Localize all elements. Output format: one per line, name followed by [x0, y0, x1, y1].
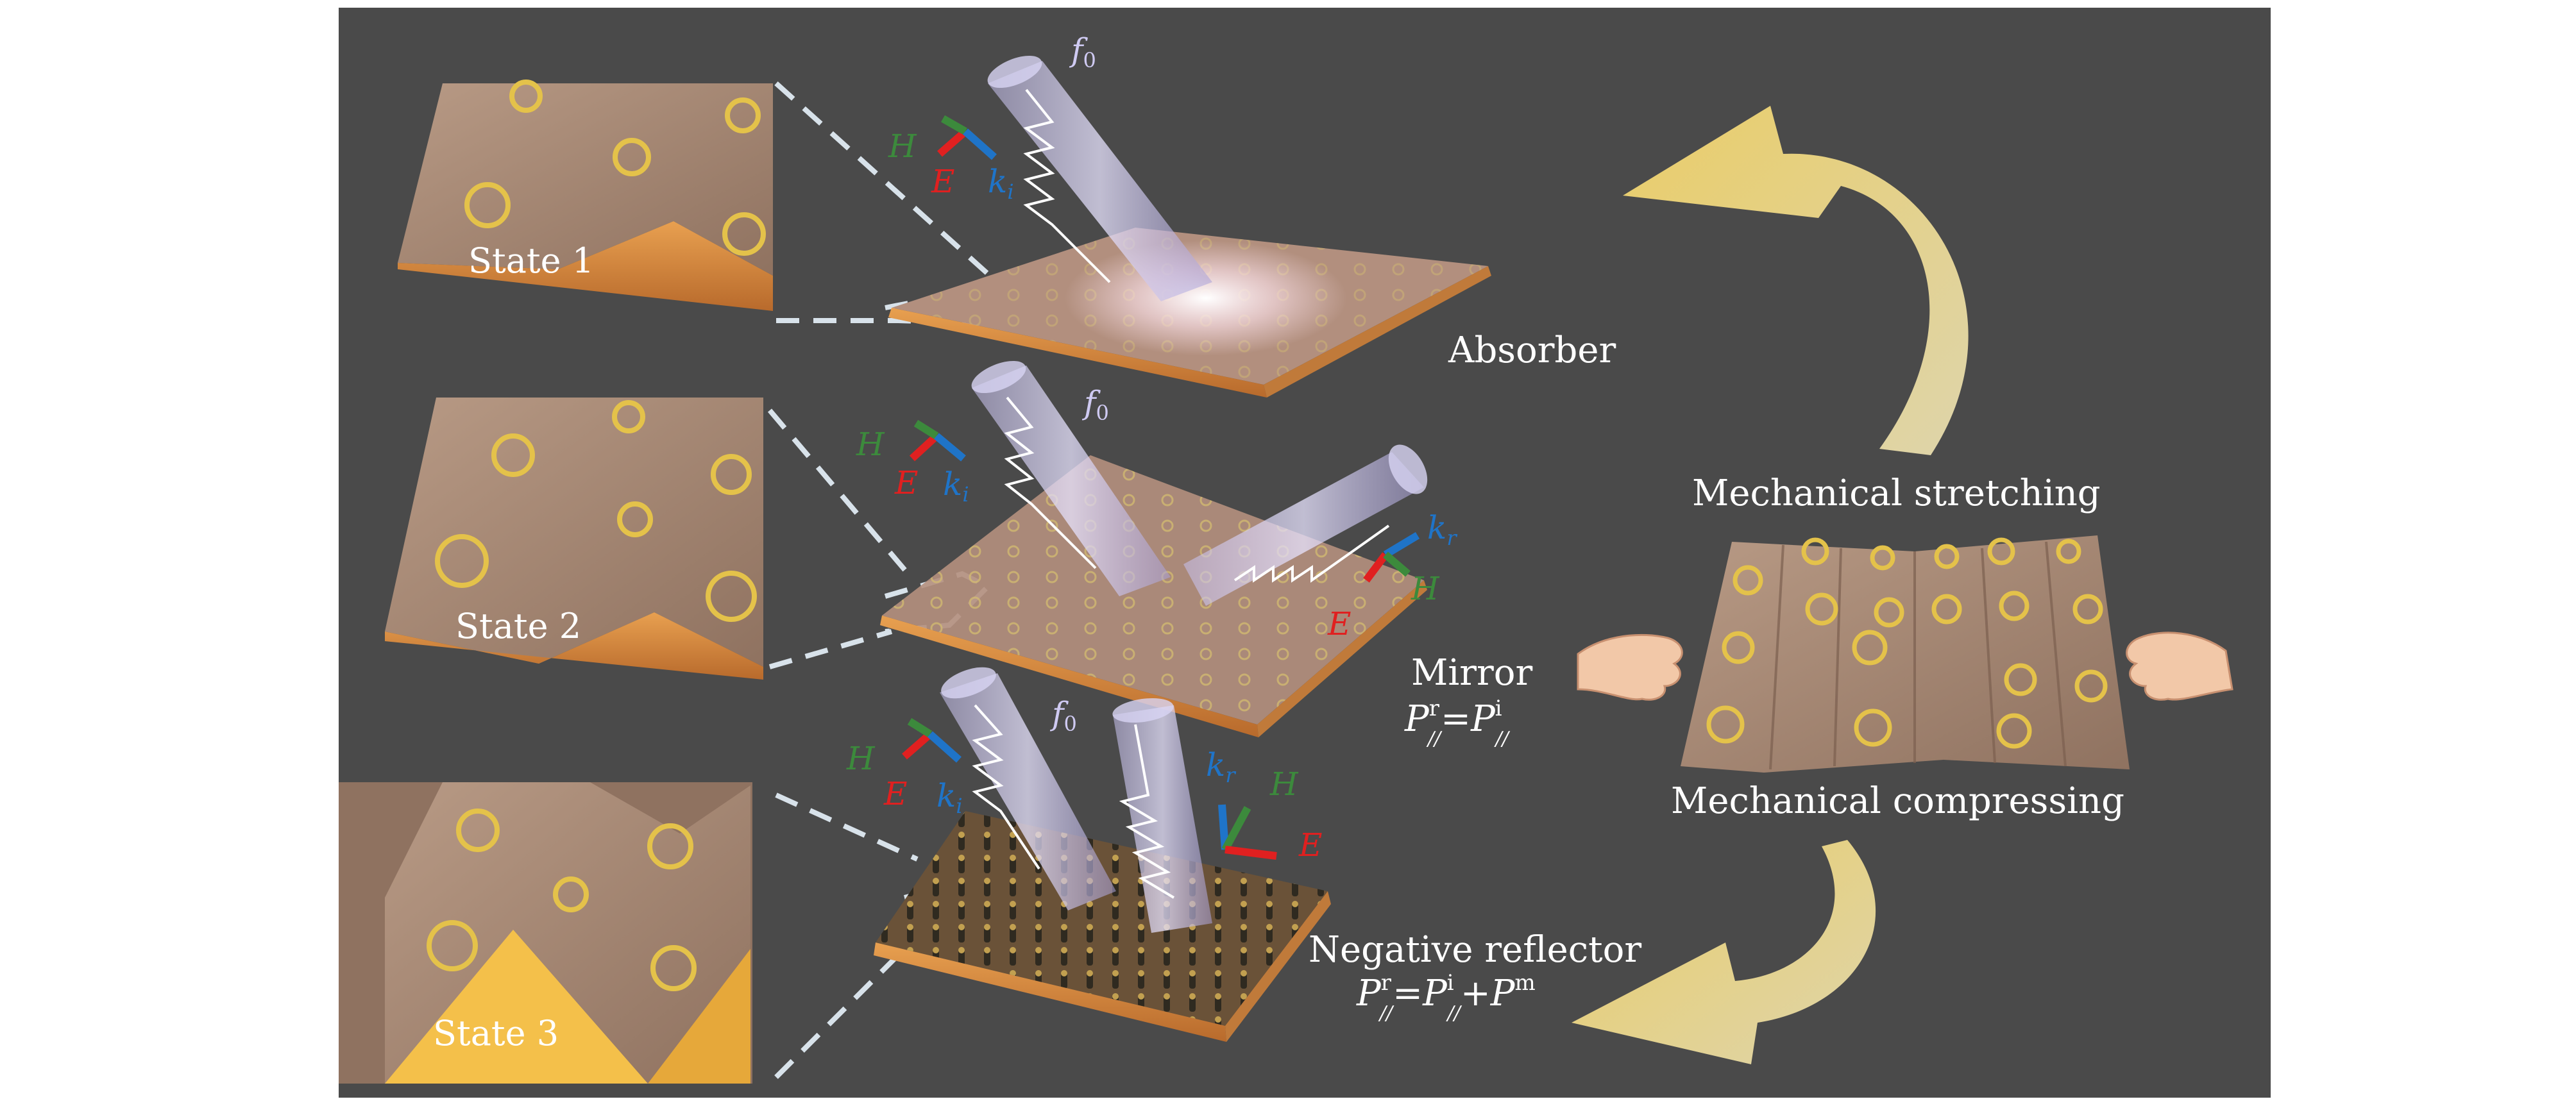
field-triad-negative-reflected: kr H E	[1206, 746, 1323, 864]
mirror-sheet	[880, 455, 1427, 737]
mirror-incident-beam	[971, 360, 1171, 596]
state-3-label: State 3	[433, 1013, 559, 1053]
absorber-incident-beam	[987, 55, 1212, 301]
E-label-3: E	[883, 775, 908, 812]
folded-sheet	[1681, 535, 2130, 773]
right-hand-icon	[2126, 632, 2233, 701]
H-label-2: H	[856, 426, 885, 463]
mechanical-compressing-label: Mechanical compressing	[1671, 780, 2124, 822]
E-label-1: E	[931, 163, 955, 200]
H-label-3: H	[846, 740, 876, 777]
H-label-3r: H	[1269, 766, 1299, 803]
mirror-reflected-beam	[1183, 444, 1428, 606]
field-triad-mirror-incident: H E ki f0	[856, 384, 1109, 507]
state-1-inset: State 1	[398, 80, 773, 311]
negative-reflector-sheet	[874, 811, 1331, 1042]
negative-reflector-label: Negative reflector	[1309, 929, 1641, 971]
field-triad-absorber: H E ki f0	[888, 31, 1096, 204]
kr-label-3: kr	[1206, 746, 1236, 787]
state-1-label: State 1	[468, 240, 594, 281]
absorber-label: Absorber	[1448, 330, 1616, 371]
absorber-sheet	[888, 228, 1491, 398]
state-3-inset: State 3	[339, 782, 752, 1084]
E-label-3r: E	[1298, 826, 1323, 864]
compressing-arrow	[1572, 840, 1876, 1064]
mirror-equation: Pr//=Pi//	[1404, 696, 1511, 750]
k-label-1: ki	[988, 163, 1014, 204]
E-label-2r: E	[1327, 605, 1352, 642]
k-label-3: ki	[936, 777, 963, 818]
negative-incident-beam	[940, 667, 1116, 910]
mirror-label: Mirror	[1411, 652, 1533, 694]
negative-reflector-equation: Pr//=Pi//+Pm	[1356, 970, 1536, 1025]
H-label-1: H	[888, 128, 917, 165]
H-label-2r: H	[1411, 570, 1440, 607]
k-label-2: ki	[943, 465, 969, 507]
E-label-2: E	[894, 464, 919, 501]
negative-reflected-beam	[1112, 698, 1212, 933]
left-hand-icon	[1577, 633, 1683, 701]
mechanical-stretching-label: Mechanical stretching	[1692, 473, 2101, 514]
stretching-arrow	[1623, 106, 1969, 455]
field-triad-negative-incident: H E ki f0	[846, 695, 1077, 818]
kr-label-2: kr	[1427, 509, 1457, 550]
state-2-inset: State 2	[385, 398, 763, 680]
field-triad-mirror-reflected: kr H E	[1327, 509, 1457, 642]
state-2-label: State 2	[455, 606, 581, 646]
